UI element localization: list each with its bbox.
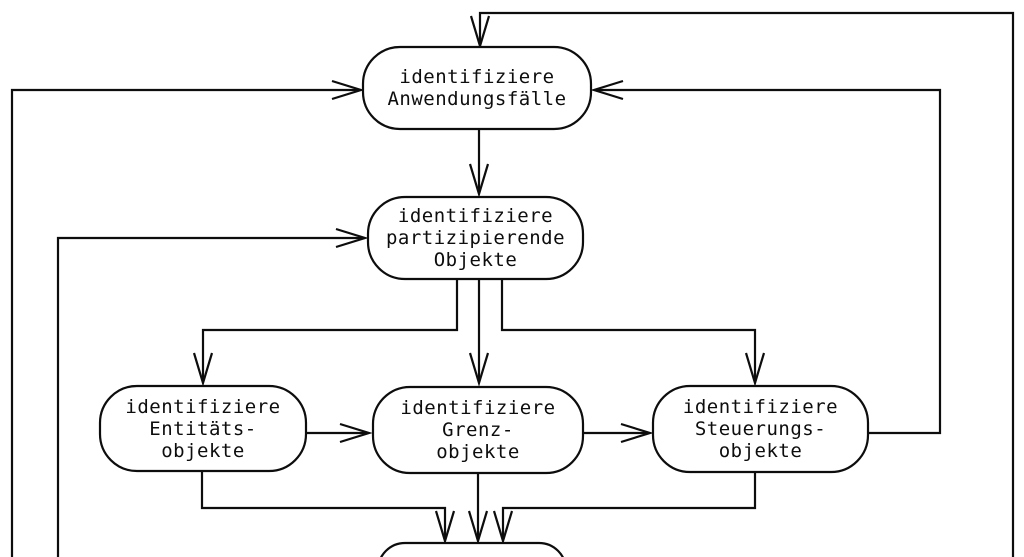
edge-anwendungsfaelle-to-partizipierende [468,129,490,198]
arrowhead-down-icon [467,510,489,545]
arrowhead-down-icon [192,352,214,387]
arrowhead-down-icon [434,510,456,545]
node-steuerungs-shape [651,384,870,474]
arrowhead-right-icon [331,79,365,101]
label-line: objekte [161,439,245,462]
label-line: identifiziere [397,205,554,227]
arrowhead-right-icon [339,422,373,444]
edge-left-outer-to-anwendungsfaelle [10,79,365,557]
edge-partizipierende-to-entitaets [192,279,459,387]
arrowhead-down-icon [468,163,490,198]
label-line: Steuerungs- [694,418,827,440]
edge-partizipierende-to-grenz [468,279,490,387]
node-label-anwendungsfaelle: identifiziere Anwendungsfälle [363,47,591,129]
label-line: Anwendungsfälle [387,88,567,110]
label-line: identifiziere [399,66,555,88]
node-label-entitaets: identifiziere Entitäts- objekte [100,386,306,471]
arrowhead-right-icon [620,422,654,444]
edge-entitaets-to-bottom-node [200,471,456,545]
arrowhead-left-icon [590,79,624,101]
node-label-grenz: identifiziere Grenz- objekte [373,387,583,473]
label-line: Objekte [433,249,518,271]
edge-entitaets-to-grenz [306,422,373,444]
node-label-partizipierende: identifiziere partizipierende Objekte [368,197,583,279]
label-line: identifiziere [125,395,281,418]
label-line: Entitäts- [149,417,257,440]
node-anwendungsfaelle-shape [361,45,593,131]
edge-left-inner-to-partizipierende [56,227,369,557]
edge-grenz-to-bottom-node [467,473,489,545]
label-line: identifiziere [682,396,839,418]
arrowhead-right-icon [335,227,369,249]
node-grenz-shape [371,385,585,475]
label-line: objekte [718,440,803,462]
node-bottom-partial-shape [380,541,564,557]
arrowhead-down-icon [492,510,514,545]
arrowhead-down-icon [468,352,490,387]
edge-steuerungs-to-bottom-node [492,472,757,545]
node-label-steuerungs: identifiziere Steuerungs- objekte [653,386,868,472]
arrowhead-down-icon [744,352,766,387]
label-line: identifiziere [400,397,556,419]
edge-steuerungs-to-anwendungsfaelle [590,79,942,435]
edge-grenz-to-steuerungs [583,422,654,444]
edge-partizipierende-to-steuerungs [500,279,766,387]
label-line: Grenz- [442,419,514,441]
label-line: partizipierende [385,227,566,249]
label-line: objekte [436,441,520,463]
node-entitaets-shape [98,384,308,473]
node-partizipierende-shape [366,195,585,281]
